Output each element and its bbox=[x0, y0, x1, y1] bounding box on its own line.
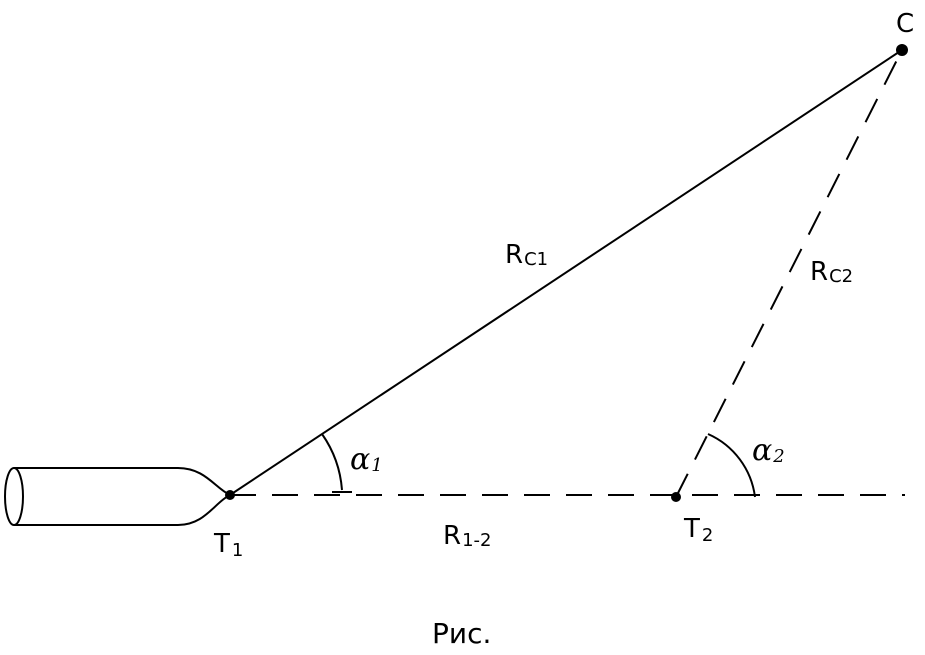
label-point-t2-sub: 2 bbox=[702, 525, 713, 546]
label-point-c: C bbox=[896, 9, 914, 39]
point-t1-dot bbox=[225, 490, 235, 500]
point-c-dot bbox=[896, 44, 908, 56]
angle-arc-a2 bbox=[707, 433, 756, 498]
label-segment-r12-main: R bbox=[443, 521, 461, 551]
label-segment-rc2-main: R bbox=[810, 257, 828, 287]
label-segment-rc2: RC2 bbox=[810, 257, 853, 287]
label-angle-a2-main: α bbox=[752, 433, 772, 468]
segment-rc2 bbox=[675, 49, 903, 498]
figure-caption: Рис. bbox=[432, 617, 491, 650]
label-angle-a1-sub: 1 bbox=[371, 455, 382, 476]
vessel-end-cap bbox=[4, 467, 24, 526]
segment-rc1 bbox=[229, 49, 903, 496]
label-angle-a2-sub: 2 bbox=[772, 446, 784, 467]
angle-arc-a1 bbox=[321, 433, 343, 491]
vessel-body bbox=[4, 467, 233, 526]
label-point-t2-main: T bbox=[683, 514, 700, 544]
label-segment-r12: R1-2 bbox=[443, 521, 491, 551]
label-segment-rc1: RC1 bbox=[505, 240, 548, 270]
label-angle-a2: α2 bbox=[752, 433, 785, 468]
label-point-t1-sub: 1 bbox=[232, 540, 243, 561]
label-angle-a1-main: α bbox=[350, 442, 370, 477]
point-t2-dot bbox=[671, 492, 681, 502]
label-segment-rc2-sub: C2 bbox=[829, 266, 853, 287]
label-segment-rc1-main: R bbox=[505, 240, 523, 270]
label-segment-rc1-sub: C1 bbox=[524, 249, 548, 270]
label-segment-r12-sub: 1-2 bbox=[462, 530, 491, 551]
label-point-t1-main: T bbox=[213, 529, 230, 559]
vessel-outline bbox=[14, 467, 233, 526]
label-angle-a1: α1 bbox=[350, 442, 383, 477]
